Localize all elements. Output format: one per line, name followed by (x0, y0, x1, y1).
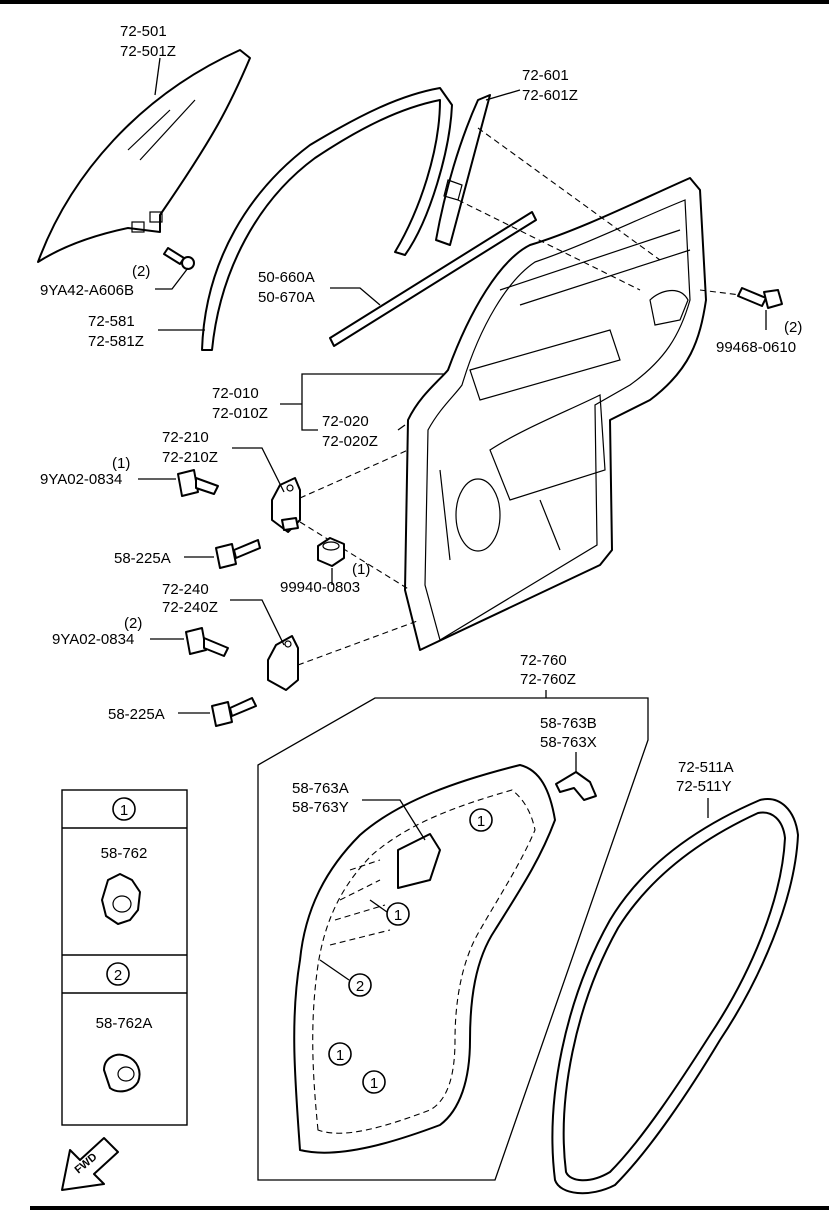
label-upper-hinge-2: 72-210Z (162, 449, 218, 466)
clip-legend-table (61, 789, 188, 1126)
belt-weatherstrip (329, 211, 537, 347)
leader-screen-clip-a (362, 799, 426, 841)
dashed-guide-lower-hinge (297, 619, 421, 666)
clip-58-762-icon (101, 873, 141, 925)
clip-58-762a-icon (103, 1053, 141, 1093)
dashed-guides-upper-hinge (299, 449, 411, 591)
upper-hinge-bolt (177, 469, 219, 497)
legend-num-1: 1 (112, 797, 136, 821)
callout-1-a: 1 (469, 808, 493, 832)
door-glass (37, 49, 251, 263)
svg-text:1: 1 (394, 907, 402, 924)
svg-text:1: 1 (120, 802, 128, 819)
label-lower-hinge-1: 72-240 (162, 581, 209, 598)
label-hinge-nut-code: 99940-0803 (280, 579, 360, 596)
label-lower-hinge-bolt-qty: (2) (124, 615, 142, 632)
label-lower-hinge-bolt-2: 58-225A (108, 706, 165, 723)
dashed-guides-rear-channel (457, 127, 661, 291)
leader-run-channel-rear (485, 89, 521, 101)
label-run-channel-rear-1: 72-601 (522, 67, 569, 84)
label-upper-hinge-bolt-2: 58-225A (114, 550, 171, 567)
label-screen-1: 72-760 (520, 652, 567, 669)
label-door-bolt-code: 99468-0610 (716, 339, 796, 356)
label-glass-1: 72-501 (120, 23, 167, 40)
svg-text:2: 2 (356, 978, 364, 995)
label-door-panel-1a: 72-010 (212, 385, 259, 402)
svg-text:1: 1 (477, 813, 485, 830)
label-run-channel-rear-2: 72-601Z (522, 87, 578, 104)
door-screen (293, 764, 556, 1154)
dashed-guide-door-bolt (699, 289, 741, 296)
label-run-channel-front-2: 72-581Z (88, 333, 144, 350)
label-upper-hinge-bolt-code: 9YA02-0834 (40, 471, 122, 488)
lower-hinge-bolt-2 (211, 697, 257, 727)
label-belt-weatherstrip-1: 50-660A (258, 269, 315, 286)
label-door-panel-2a: 72-020 (322, 413, 369, 430)
callout-1-b: 1 (386, 902, 410, 926)
leader-belt-weatherstrip (330, 287, 381, 306)
label-screen-2: 72-760Z (520, 671, 576, 688)
label-hinge-nut-qty: (1) (352, 561, 370, 578)
run-channel-rear (435, 94, 491, 246)
svg-text:2: 2 (114, 967, 122, 984)
label-glass-bolt-qty: (2) (132, 263, 150, 280)
screen-clip-a (397, 833, 441, 889)
label-door-weatherstrip-1: 72-511A (678, 759, 734, 776)
leader-callout-1-b (369, 899, 388, 913)
label-screen-clip-a-2: 58-763Y (292, 799, 349, 816)
leader-glass (154, 57, 161, 96)
screen-clip-b (555, 771, 597, 801)
label-screen-clip-a-1: 58-763A (292, 780, 349, 797)
upper-hinge-bolt-2 (215, 539, 261, 569)
legend-code-1: 58-762 (101, 845, 148, 862)
run-channel-front (201, 87, 453, 351)
label-door-panel-2b: 72-020Z (322, 433, 378, 450)
label-upper-hinge-1: 72-210 (162, 429, 209, 446)
leader-lower-hinge (230, 599, 285, 646)
callout-1-d: 1 (362, 1070, 386, 1094)
label-lower-hinge-bolt-code: 9YA02-0834 (52, 631, 134, 648)
door-weatherstrip (551, 798, 799, 1195)
label-screen-clip-b-2: 58-763X (540, 734, 597, 751)
fwd-arrow-icon: FWD (61, 1137, 119, 1191)
glass-bolt (163, 247, 195, 270)
svg-text:1: 1 (370, 1075, 378, 1092)
callout-2-a: 2 (348, 973, 372, 997)
label-belt-weatherstrip-2: 50-670A (258, 289, 315, 306)
legend-code-2: 58-762A (96, 1015, 153, 1032)
callout-1-c: 1 (328, 1042, 352, 1066)
screen-group-outline (257, 690, 649, 1181)
label-door-weatherstrip-2: 72-511Y (676, 778, 732, 795)
label-run-channel-front-1: 72-581 (88, 313, 135, 330)
label-glass-bolt-code: 9YA42-A606B (40, 282, 134, 299)
legend-num-2: 2 (106, 962, 130, 986)
label-door-panel-1b: 72-010Z (212, 405, 268, 422)
leader-door-panel (301, 373, 445, 431)
door-panel (404, 177, 707, 651)
lower-hinge (267, 635, 299, 691)
door-bolt (737, 287, 783, 309)
label-screen-clip-b-1: 58-763B (540, 715, 597, 732)
hinge-nut (281, 517, 345, 567)
leader-callout-2-a (319, 959, 350, 981)
svg-text:1: 1 (336, 1047, 344, 1064)
leader-glass-bolt (155, 267, 189, 290)
lower-hinge-bolt (185, 627, 229, 657)
leader-upper-hinge (232, 447, 285, 493)
label-glass-2: 72-501Z (120, 43, 176, 60)
label-door-bolt-qty: (2) (784, 319, 802, 336)
label-lower-hinge-2: 72-240Z (162, 599, 218, 616)
label-upper-hinge-bolt-qty: (1) (112, 455, 130, 472)
